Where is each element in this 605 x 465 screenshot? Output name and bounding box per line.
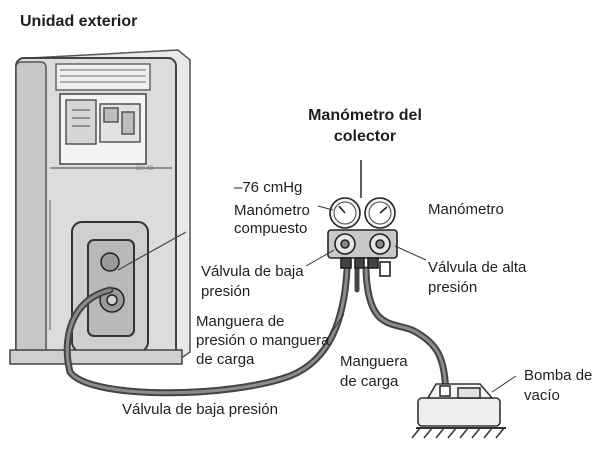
bottom-low-valve-label: Válvula de baja presión xyxy=(122,401,278,418)
high-pressure-valve-label-line2: presión xyxy=(428,279,478,296)
compound-gauge-label-line2: compuesto xyxy=(234,220,308,237)
vacuum-pump xyxy=(411,383,506,439)
pressure-hose-label-line2: presión o manguera xyxy=(196,332,330,349)
vacuum-pump-label-line1: Bomba de xyxy=(524,367,593,384)
compound-gauge-label-line1: Manómetro xyxy=(234,202,310,219)
high-pressure-valve-label-line1: Válvula de alta xyxy=(428,259,527,276)
gauge-label: Manómetro xyxy=(428,201,504,218)
manifold-gauge xyxy=(327,160,398,277)
pointer-line-valve xyxy=(117,231,187,271)
unit-small-text: CH 4B xyxy=(136,166,154,172)
outdoor-unit xyxy=(9,49,191,365)
low-pressure-valve-label-line1: Válvula de baja xyxy=(201,263,304,280)
hoses xyxy=(63,265,450,397)
pressure-hose-label-line3: de carga xyxy=(196,351,255,368)
charge-hose-label-line1: Manguera xyxy=(340,353,408,370)
pressure-reading-label: –76 cmHg xyxy=(234,179,303,196)
manifold-title-line1: Manómetro del xyxy=(308,107,422,124)
manifold-title-line2: colector xyxy=(333,128,397,145)
vacuum-pump-label-line2: vacío xyxy=(524,387,560,404)
low-pressure-valve-label-line2: presión xyxy=(201,283,251,300)
charge-hose-label-line2: de carga xyxy=(340,373,399,390)
page-title: Unidad exterior xyxy=(20,13,138,30)
leader-lines xyxy=(305,205,517,393)
pressure-hose-label-line1: Manguera de xyxy=(196,313,285,330)
